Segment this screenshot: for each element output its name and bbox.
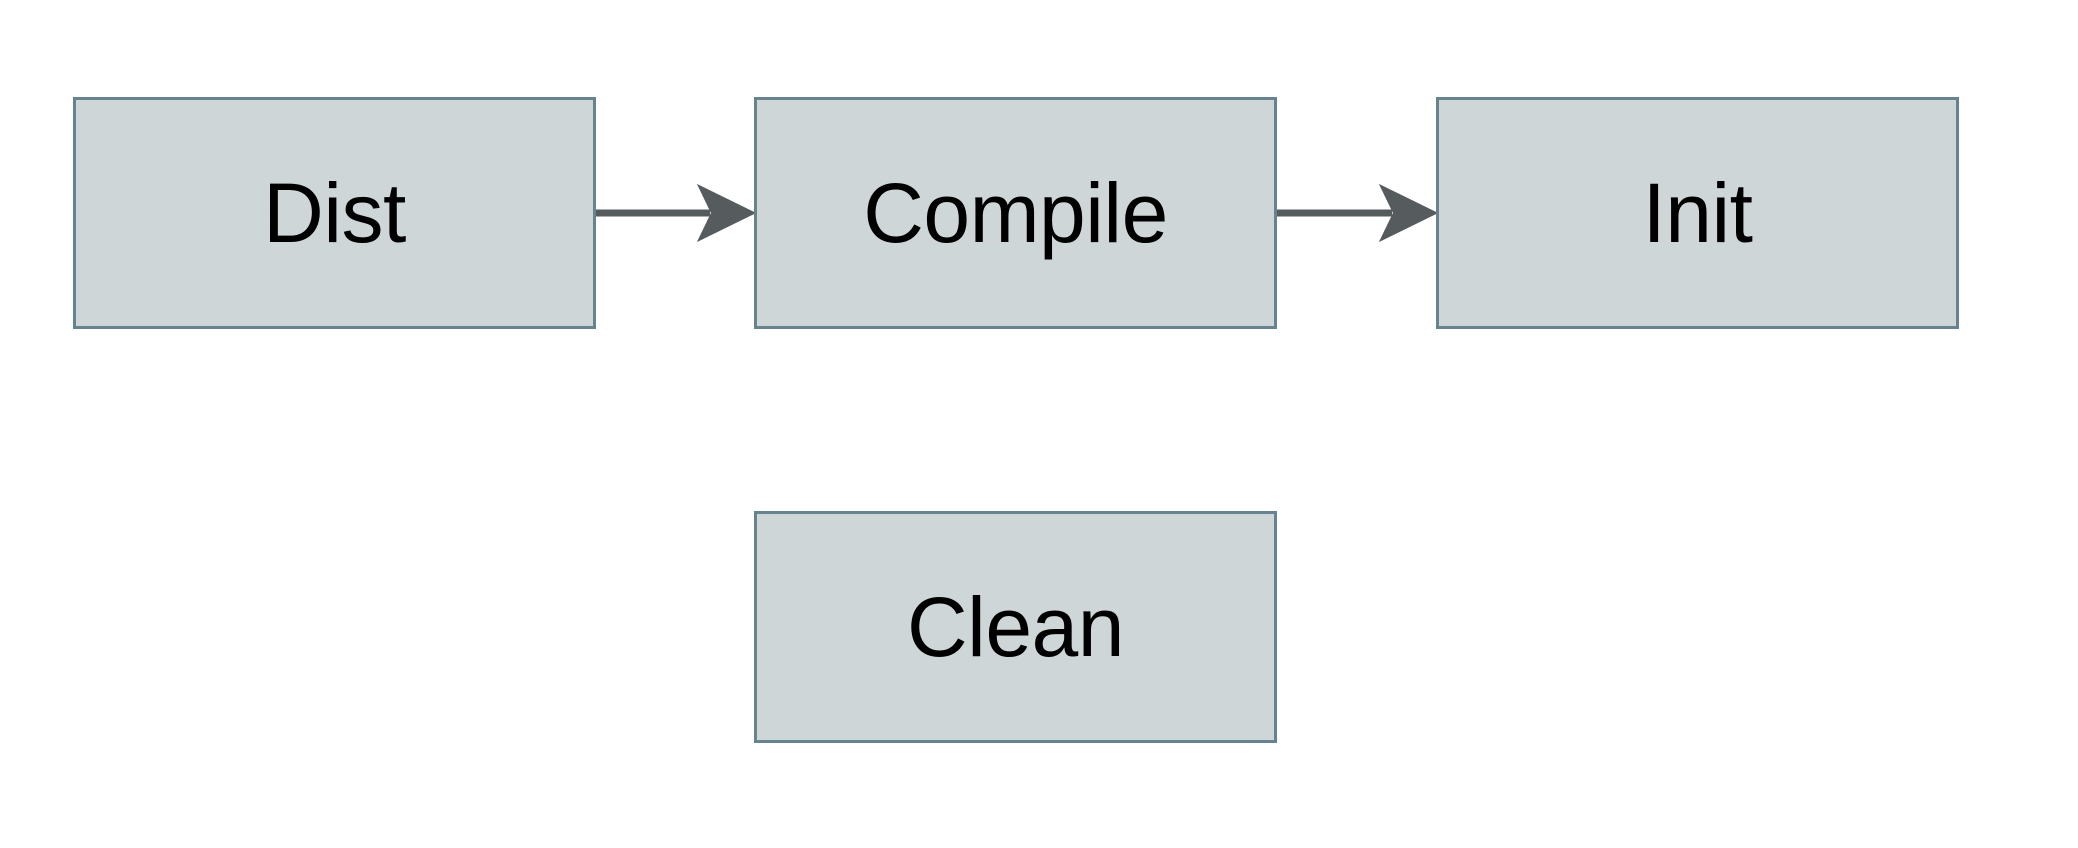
edge-compile-to-init[interactable]: [1277, 183, 1439, 243]
node-compile-label: Compile: [863, 166, 1168, 260]
node-clean-label: Clean: [907, 580, 1124, 674]
node-init-label: Init: [1642, 166, 1753, 260]
edge-dist-to-compile[interactable]: [596, 183, 757, 243]
node-compile[interactable]: Compile: [754, 97, 1277, 329]
node-dist-label: Dist: [263, 166, 406, 260]
node-dist[interactable]: Dist: [73, 97, 596, 329]
node-clean[interactable]: Clean: [754, 511, 1277, 743]
node-init[interactable]: Init: [1436, 97, 1959, 329]
